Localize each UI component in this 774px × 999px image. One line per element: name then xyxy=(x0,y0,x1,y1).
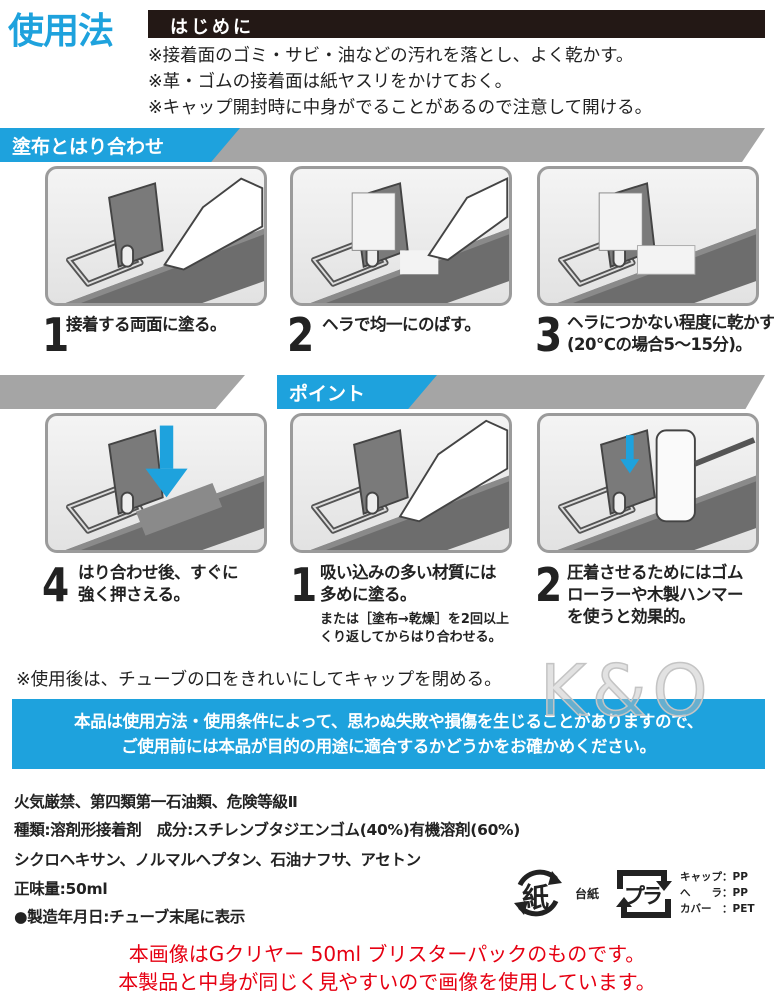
info-line: シクロヘキサン、ノルマルヘプタン、石油ナフサ、アセトン xyxy=(14,851,421,869)
step-subtext: または［塗布→乾燥］を2回以上 xyxy=(320,612,509,627)
step-text: 接着する両面に塗る。 xyxy=(66,315,227,334)
intro-note: ※革・ゴムの接着面は紙ヤスリをかけておく。 xyxy=(148,72,513,92)
step-text: 圧着させるためにはゴム xyxy=(567,563,744,582)
step-text: はり合わせ後、すぐに xyxy=(78,563,239,582)
info-line: 火気厳禁、第四類第一石油類、危険等級Ⅱ xyxy=(14,793,298,811)
step-text: 強く押さえる。 xyxy=(78,585,190,604)
illustration-point-2 xyxy=(537,413,759,553)
step-number: 4 xyxy=(42,558,70,612)
paper-recycle-icon: 紙 xyxy=(510,865,566,921)
step-text: ヘラにつかない程度に乾かす xyxy=(567,313,774,332)
plastic-mark: プラ xyxy=(624,884,663,908)
material-line: へ ラ：PP xyxy=(680,887,748,899)
page-title: 使用法 xyxy=(8,11,114,52)
paper-label: 台紙 xyxy=(575,887,600,901)
disclaimer-line: 本製品と中身が同じく見やすいので画像を使用しています。 xyxy=(118,970,656,994)
step-number: 2 xyxy=(287,308,315,362)
step-number: 1 xyxy=(42,308,70,362)
intro-heading: はじめに xyxy=(148,10,765,38)
intro-note: ※接着面のゴミ・サビ・油などの汚れを落とし、よく乾かす。 xyxy=(148,46,634,66)
warning-box: 本品は使用方法・使用条件によって、思わぬ失敗や損傷を生じることがありますので、 … xyxy=(12,699,765,769)
illustration-step-4 xyxy=(45,413,267,553)
after-use-note: ※使用後は、チューブの口をきれいにしてキャップを閉める。 xyxy=(16,670,502,690)
disclaimer-line: 本画像はGクリヤー 50ml ブリスターパックのものです。 xyxy=(128,942,646,966)
illustration-point-1 xyxy=(290,413,512,553)
info-line: ●製造年月日:チューブ末尾に表示 xyxy=(14,908,245,926)
step-number: 3 xyxy=(535,308,563,362)
material-line: キャップ：PP xyxy=(680,871,748,883)
step-text: を使うと効果的。 xyxy=(567,607,696,626)
section-band xyxy=(0,375,245,409)
intro-note: ※キャップ開封時に中身がでることがあるので注意して開ける。 xyxy=(148,98,653,118)
warning-line: ご使用前には本品が目的の用途に適合するかどうかをお確かめください。 xyxy=(121,737,656,756)
illustration-step-1 xyxy=(45,166,267,306)
step-text: (20℃の場合5～15分)。 xyxy=(567,335,752,354)
step-number: 1 xyxy=(290,558,318,612)
step-text: ヘラで均一にのばす。 xyxy=(322,315,481,334)
step-text: 多めに塗る。 xyxy=(320,585,417,604)
illustration-step-2 xyxy=(290,166,512,306)
warning-line: 本品は使用方法・使用条件によって、思わぬ失敗や損傷を生じることがありますので、 xyxy=(74,712,703,731)
plastic-recycle-icon: プラ xyxy=(612,865,676,923)
illustration-step-3 xyxy=(537,166,759,306)
step-text: 吸い込みの多い材質には xyxy=(320,563,497,582)
step-text: ローラーや木製ハンマー xyxy=(567,585,744,604)
section-label-apply: 塗布とはり合わせ xyxy=(0,128,240,162)
step-subtext: くり返してからはり合わせる。 xyxy=(320,630,502,645)
step-number: 2 xyxy=(535,558,563,612)
material-line: カバー ：PET xyxy=(680,903,755,915)
section-label-point: ポイント xyxy=(277,375,437,409)
info-line: 種類:溶剤形接着剤 成分:スチレンブタジエンゴム(40%)有機溶剤(60%) xyxy=(14,821,521,839)
paper-mark: 紙 xyxy=(522,883,549,914)
info-line: 正味量:50ml xyxy=(14,880,108,898)
